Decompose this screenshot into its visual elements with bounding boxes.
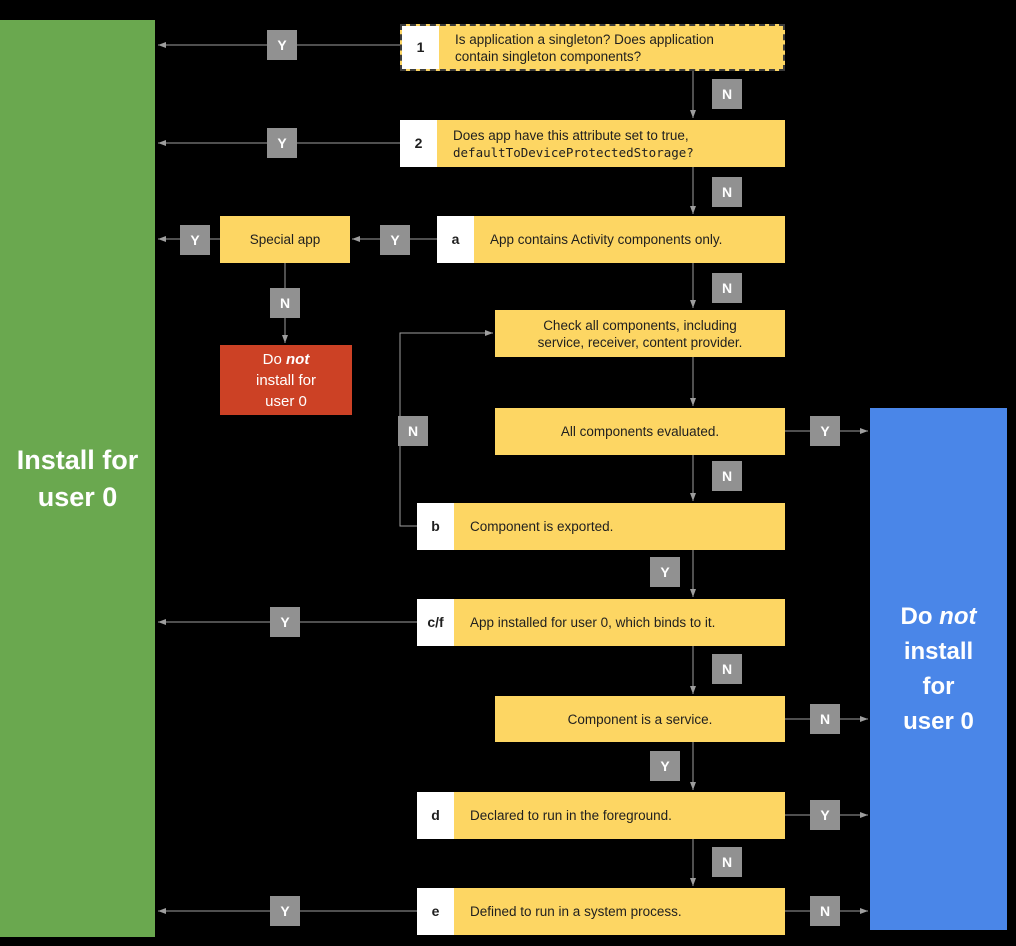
node-a-badge: a (437, 216, 474, 263)
terminal-do-not-install-user0: Do not install for user 0 (870, 408, 1007, 930)
terminal-install-line1: Install for (16, 444, 139, 475)
node-cf-line1: App installed for user 0, which binds to… (470, 615, 716, 630)
edge-label-e-no: N (810, 896, 840, 926)
node-all-components-evaluated: All components evaluated. (495, 408, 785, 455)
edge-label-service-no: N (810, 704, 840, 734)
node-special-app: Special app (220, 216, 350, 263)
red-box-line2: install for (255, 371, 317, 389)
node-2-text: Does app have this attribute set to true… (437, 120, 710, 167)
all-evaluated-label: All components evaluated. (560, 424, 720, 439)
edge-label-d-no: N (712, 847, 742, 877)
terminal-no-install-line4: user 0 (903, 708, 974, 735)
node-d-text: Declared to run in the foreground. (454, 792, 688, 839)
edge-label-e-yes: Y (270, 896, 300, 926)
node-e-text: Defined to run in a system process. (454, 888, 698, 935)
special-app-label: Special app (249, 232, 321, 247)
service-text: Component is a service. (495, 696, 785, 742)
edge-label-a-yes: Y (380, 225, 410, 255)
wires-to-green (158, 42, 417, 914)
node-2-badge: 2 (400, 120, 437, 167)
terminal-install-for-user0: Install for user 0 (0, 20, 155, 937)
check-components-line2: service, receiver, content provider. (537, 334, 743, 350)
node-a-text: App contains Activity components only. (474, 216, 738, 263)
node-b-line1: Component is exported. (470, 519, 614, 534)
terminal-no-install-line3: for (922, 673, 955, 700)
node-cf-installed-binds: c/f App installed for user 0, which bind… (417, 599, 785, 646)
edge-label-evaluated-no: N (712, 461, 742, 491)
node-a-activity-only: a App contains Activity components only. (437, 216, 785, 263)
edge-label-service-yes: Y (650, 751, 680, 781)
node-b-badge: b (417, 503, 454, 550)
node-2-attribute-mono: defaultToDeviceProtectedStorage? (453, 144, 694, 160)
node-2-line1: Does app have this attribute set to true… (453, 127, 689, 143)
edge-label-1-no: N (712, 79, 742, 109)
edge-label-2-yes: Y (267, 128, 297, 158)
check-components-line1: Check all components, including (543, 317, 737, 333)
node-a-line1: App contains Activity components only. (490, 232, 723, 247)
node-d-badge: d (417, 792, 454, 839)
node-1-text: Is application a singleton? Does applica… (439, 26, 730, 69)
red-do-not-install-box: Do not install for user 0 (220, 345, 352, 415)
edge-label-cf-no: N (712, 654, 742, 684)
node-d-foreground: d Declared to run in the foreground. (417, 792, 785, 839)
node-cf-text: App installed for user 0, which binds to… (454, 599, 731, 646)
terminal-install-line2: user 0 (37, 481, 118, 512)
node-1-line2: contain singleton components? (455, 48, 642, 64)
node-1-line1: Is application a singleton? Does applica… (455, 31, 714, 47)
node-component-is-service: Component is a service. (495, 696, 785, 742)
edge-label-loop-no: N (398, 416, 428, 446)
wires-to-blue (785, 428, 868, 914)
edge-label-a-no: N (712, 273, 742, 303)
node-b-text: Component is exported. (454, 503, 629, 550)
edge-label-1-yes: Y (267, 30, 297, 60)
node-cf-badge: c/f (417, 599, 454, 646)
node-1-badge: 1 (402, 26, 439, 69)
terminal-no-install-line1: Do not (900, 603, 977, 630)
edge-label-special-no: N (270, 288, 300, 318)
red-box-line1: Do not (262, 350, 310, 368)
edge-label-2-no: N (712, 177, 742, 207)
node-1-singleton: 1 Is application a singleton? Does appli… (400, 24, 785, 71)
edge-label-special-yes: Y (180, 225, 210, 255)
all-evaluated-text: All components evaluated. (495, 408, 785, 455)
node-d-line1: Declared to run in the foreground. (470, 808, 672, 823)
special-app-text: Special app (220, 216, 350, 263)
edge-label-d-yes: Y (810, 800, 840, 830)
wires-vertical-chain (282, 71, 696, 886)
node-2-protected-storage: 2 Does app have this attribute set to tr… (400, 120, 785, 167)
edge-label-evaluated-yes: Y (810, 416, 840, 446)
node-b-component-exported: b Component is exported. (417, 503, 785, 550)
node-check-all-components: Check all components, including service,… (495, 310, 785, 357)
node-e-line1: Defined to run in a system process. (470, 904, 682, 919)
check-components-text: Check all components, including service,… (495, 310, 785, 357)
node-e-system-process: e Defined to run in a system process. (417, 888, 785, 935)
edge-label-cf-yes: Y (270, 607, 300, 637)
service-label: Component is a service. (567, 711, 713, 727)
node-e-badge: e (417, 888, 454, 935)
red-box-line3: user 0 (265, 392, 307, 410)
edge-label-b-yes: Y (650, 557, 680, 587)
terminal-no-install-line2: install (903, 638, 974, 665)
